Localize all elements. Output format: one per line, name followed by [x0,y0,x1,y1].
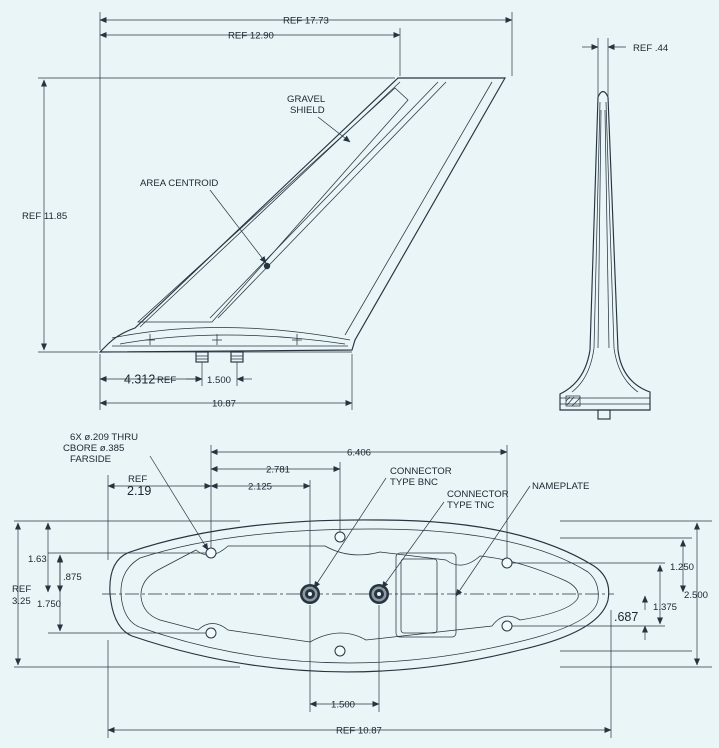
tnc-line-1: CONNECTOR [447,489,509,500]
gravel-shield-panel [137,87,409,323]
dim-4312: 4.312 [124,373,155,387]
end-connector [597,409,611,420]
dim-4312-ref: REF [157,375,176,386]
dim-1500b: 1.500 [331,700,355,711]
dim-ref325-a: REF [12,584,31,595]
leader-tnc [381,501,445,589]
fin-center-ridge-1 [209,81,439,319]
dim-1087: 10.87 [212,399,236,410]
side-view: REF 17.73 REF 12.90 REF 11.85 4.312 REF … [22,12,513,410]
bnc-connector-side-detail [196,355,208,360]
dim-2125: 2.125 [248,482,272,493]
dim-163: 1.63 [28,554,47,565]
bnc-connector-base [300,584,320,604]
holes-line-2: CBORE ø.385 [63,443,124,454]
mount-hole-5 [501,557,513,569]
nameplate-inner [400,558,438,634]
mount-hole-3 [334,531,346,543]
end-outline [559,90,651,411]
mount-hole-2 [205,627,217,639]
end-inner-3 [597,109,602,349]
tnc-connector-side [230,351,244,363]
holes-line-1: 6X ø.209 THRU [70,432,138,443]
leader-gravel-shield [317,116,351,143]
fin-outline [98,77,506,353]
base-outline [109,519,610,673]
base-rim [120,528,599,664]
dim-ref-label: REF [128,474,147,485]
label-nameplate: NAMEPLATE [532,481,589,492]
label-area-centroid: AREA CENTROID [140,178,218,189]
tnc-connector-side-detail [231,355,243,360]
dim-2781: 2.781 [266,465,290,476]
dim-2500: 2.500 [684,590,708,601]
dim-ref-1087: REF 10.87 [336,726,382,737]
end-view: REF .44 [559,38,669,420]
tnc-connector-base [369,584,389,604]
label-gravel: GRAVEL [287,94,326,105]
end-inner-4 [604,109,610,349]
tnc-line-2: TYPE TNC [447,500,494,511]
mount-hole-6 [501,620,513,632]
label-shield: SHIELD [290,105,325,116]
dim-219: 2.19 [127,484,151,498]
leader-bnc [313,477,387,589]
bnc-line-2: TYPE BNC [390,477,438,488]
holes-line-3: FARSIDE [70,454,111,465]
root-hole-1 [145,334,155,345]
fin-root-curve [111,327,351,341]
root-hole-2 [212,334,222,345]
dim-1375: 1.375 [653,602,677,613]
fin-root-lens [119,334,346,345]
leader-holes [149,455,209,551]
end-inner-1 [571,101,601,393]
root-hole-3 [292,334,302,345]
end-inner-2 [605,101,639,393]
mount-hole-4 [334,645,346,657]
dim-ref325-b: 3.25 [12,596,31,607]
fin-trailing-ridge [344,81,493,336]
bnc-connector-side [195,351,209,363]
base-view: 6.406 2.781 2.125 REF 2.19 6X ø.209 THRU… [12,432,712,738]
end-base-line [560,397,650,405]
dim-6406: 6.406 [347,448,371,459]
dim-1500: 1.500 [207,375,231,386]
dim-ref-1773: REF 17.73 [283,16,329,27]
end-base-hatch-lines [565,396,581,407]
dim-1250: 1.250 [670,562,694,573]
leader-nameplate [455,485,531,597]
nameplate-outer [395,552,457,638]
leader-area-centroid [209,189,267,264]
dim-875: .875 [63,572,82,583]
bnc-line-1: CONNECTOR [390,466,452,477]
area-centroid-mark [263,262,271,270]
dim-ref-1185: REF 11.85 [22,211,67,222]
dim-687: .687 [614,610,638,624]
dim-1750: 1.750 [37,599,61,610]
dim-ref-1290: REF 12.90 [228,31,274,42]
dim-ref-44: REF .44 [633,43,669,54]
base-inner-pocket [140,545,579,643]
fin-center-ridge-2 [217,81,447,319]
